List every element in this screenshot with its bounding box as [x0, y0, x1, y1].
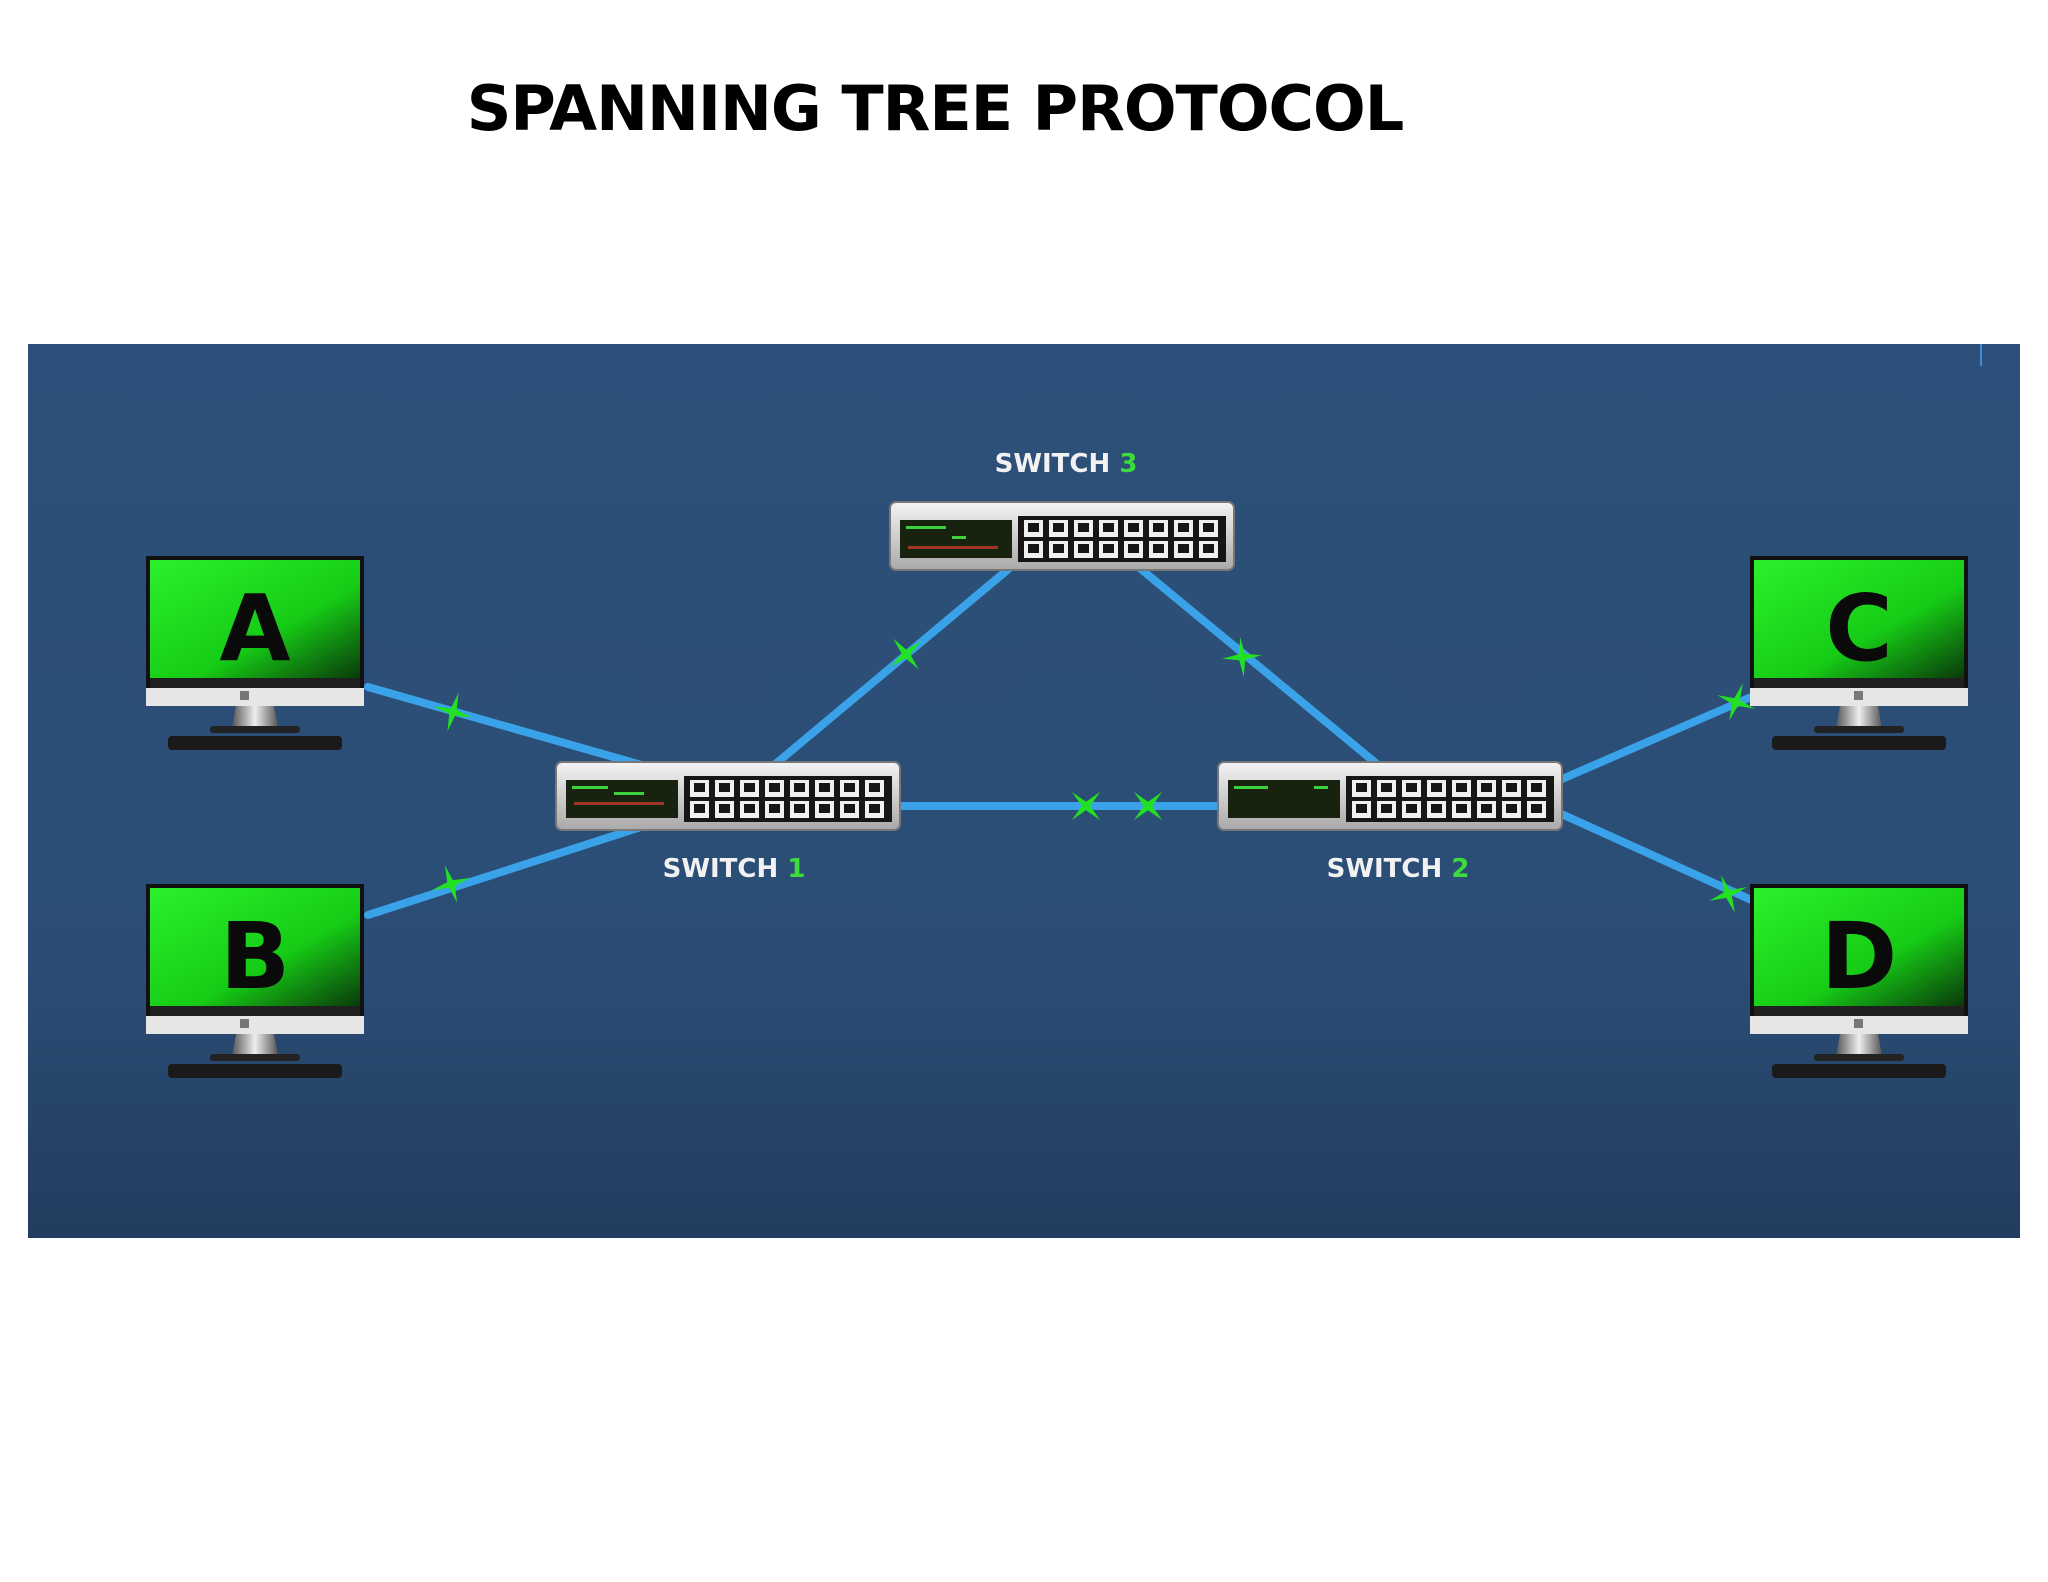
computer-b[interactable]: B — [146, 884, 364, 1078]
port-marker-plus — [431, 864, 471, 904]
computer-d-letter: D — [1821, 903, 1897, 1010]
computer-c[interactable]: C — [1750, 556, 1968, 750]
switch-1-label: SWITCH 1 — [663, 854, 806, 884]
link-switch2-c — [1542, 690, 1762, 790]
port-marker-star — [890, 638, 922, 670]
switch-1[interactable] — [555, 761, 901, 831]
link-switch1-switch3 — [744, 542, 1040, 791]
switch-2[interactable] — [1217, 761, 1563, 831]
page-title: SPANNING TREE PROTOCOL — [466, 72, 1405, 145]
port-markers — [431, 538, 1755, 913]
network-diagram-panel: SWITCH 3 SWITCH 1 — [28, 344, 2020, 1238]
link-switch3-switch2 — [1109, 542, 1410, 792]
network-links — [364, 542, 1762, 919]
computer-a[interactable]: A — [146, 556, 364, 750]
computer-b-letter: B — [220, 903, 290, 1010]
port-marker-x — [1222, 637, 1262, 677]
port-marker-x — [1133, 791, 1163, 821]
port-marker-x — [1717, 683, 1755, 721]
computer-a-letter: A — [219, 575, 290, 682]
switch-3[interactable] — [889, 501, 1235, 571]
port-marker-x — [1709, 875, 1747, 913]
switch-3-label: SWITCH 3 — [995, 449, 1138, 479]
computer-d[interactable]: D — [1750, 884, 1968, 1078]
network-diagram: SWITCH 3 SWITCH 1 — [146, 449, 1968, 1078]
computer-c-letter: C — [1825, 575, 1893, 682]
port-marker-plus — [433, 692, 473, 732]
panel-marker — [1980, 344, 1982, 366]
port-marker-x — [1071, 791, 1101, 821]
link-switch2-d — [1542, 803, 1762, 907]
switch-2-label: SWITCH 2 — [1327, 854, 1470, 884]
